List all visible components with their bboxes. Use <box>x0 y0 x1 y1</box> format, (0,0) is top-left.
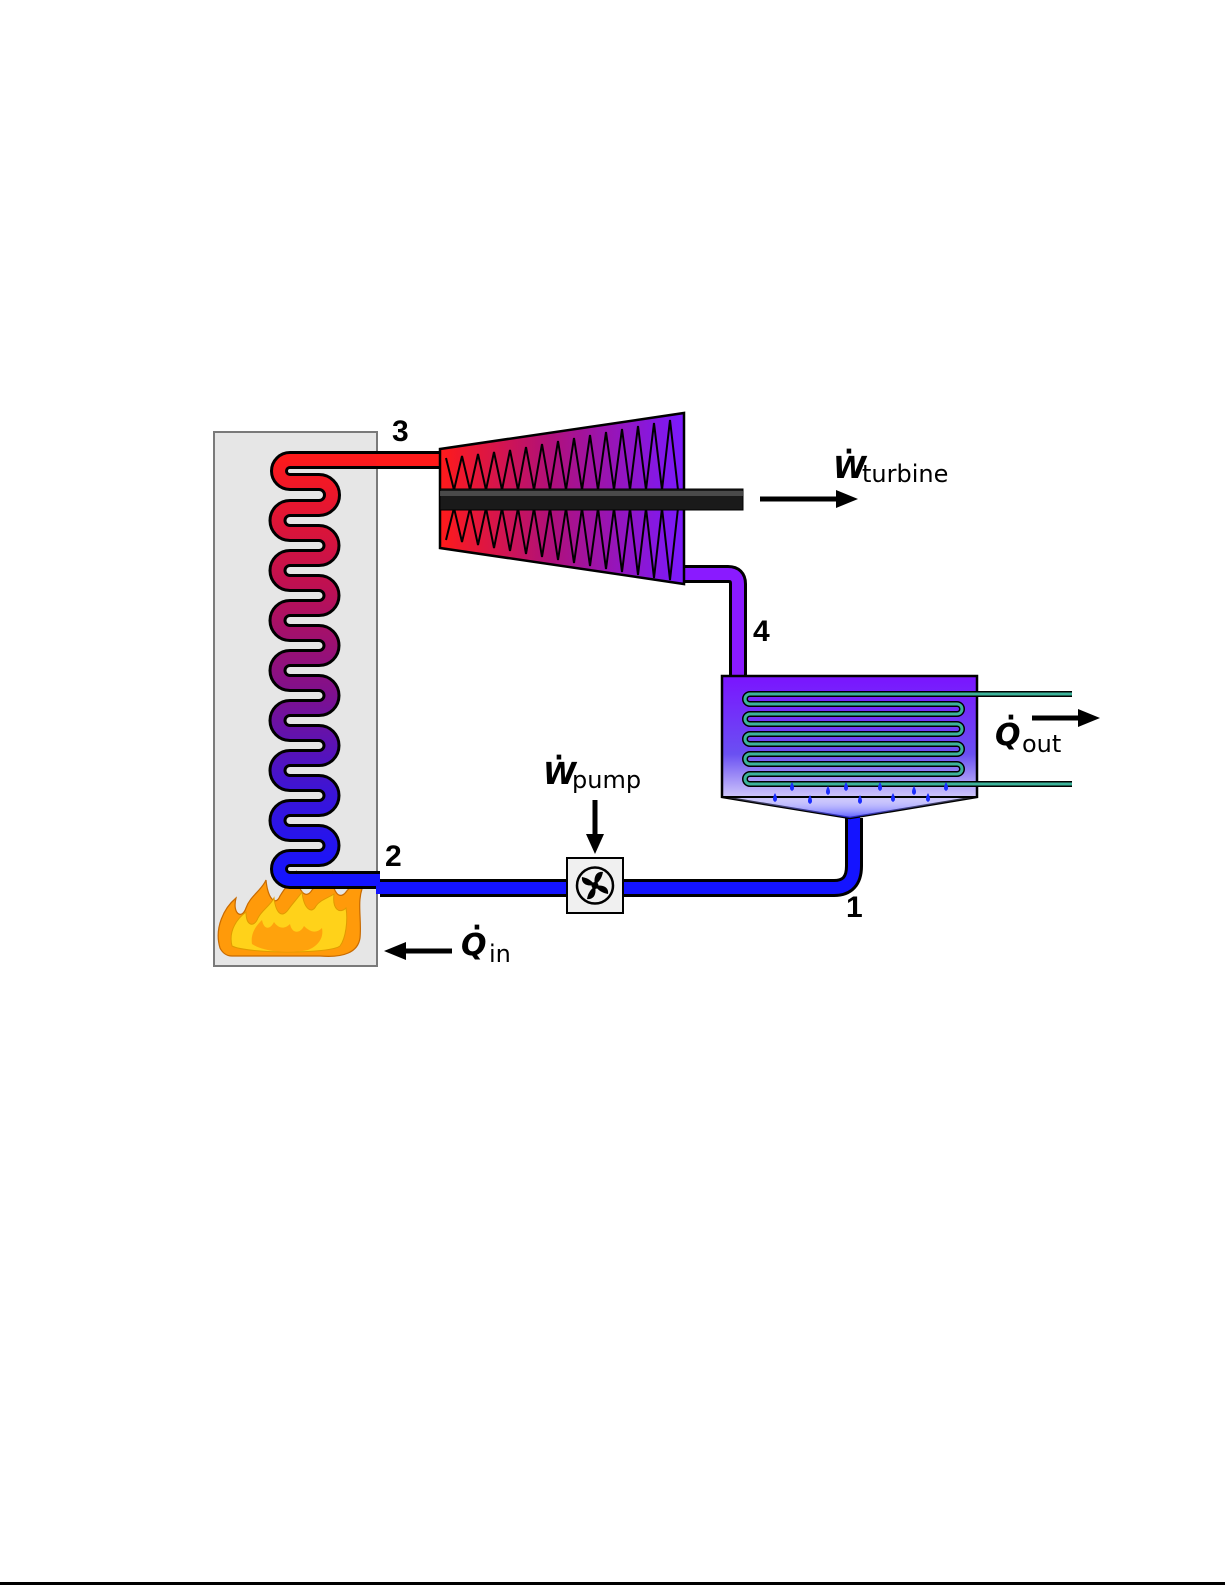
w-turbine-subscript: turbine <box>862 460 948 488</box>
pipe-turbine-to-condenser <box>682 574 738 676</box>
label-q-in: · Q in <box>461 913 511 968</box>
pump <box>567 858 623 913</box>
turbine <box>440 413 743 584</box>
label-q-out: · Q out <box>995 703 1061 758</box>
w-pump-subscript: pump <box>572 766 641 794</box>
q-out-subscript: out <box>1022 730 1061 758</box>
state-label-2: 2 <box>385 840 402 873</box>
q-in-subscript: in <box>489 940 511 968</box>
q-in-symbol: Q <box>461 928 487 963</box>
state-label-1: 1 <box>846 891 863 924</box>
label-w-turbine: · W turbine <box>833 437 948 488</box>
state-label-3: 3 <box>392 415 409 448</box>
q-out-symbol: Q <box>995 718 1021 753</box>
arrow-q-out <box>1032 709 1100 727</box>
arrow-w-pump <box>586 800 604 854</box>
label-w-pump: · W pump <box>543 743 641 794</box>
state-label-4: 4 <box>753 615 770 648</box>
arrow-q-in <box>384 942 452 960</box>
arrow-w-turbine <box>760 490 858 508</box>
